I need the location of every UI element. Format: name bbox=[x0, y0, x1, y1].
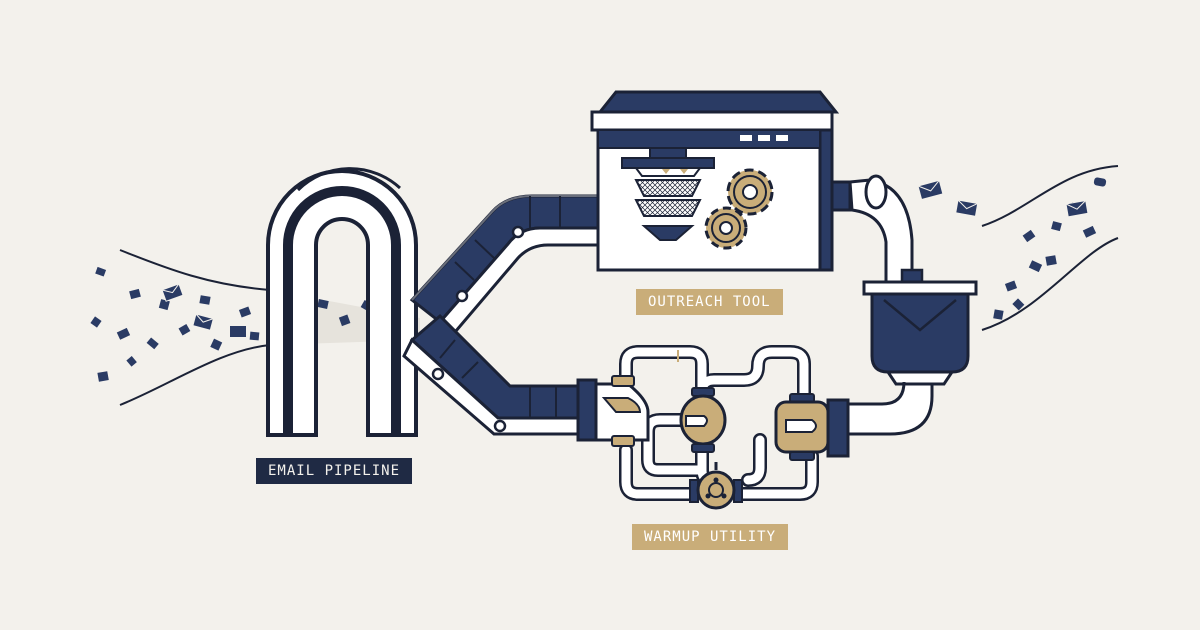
warmup-utility-pipes bbox=[619, 345, 819, 501]
outreach-tool-machine bbox=[590, 90, 840, 272]
gear-icon bbox=[704, 206, 748, 250]
label-outreach-tool: OUTREACH TOOL bbox=[636, 289, 783, 315]
label-warmup-utility: WARMUP UTILITY bbox=[632, 524, 789, 550]
pipeline-arch bbox=[266, 167, 418, 437]
outgoing-mail-particles bbox=[993, 177, 1107, 320]
conveyor-lower bbox=[402, 313, 582, 436]
gear-icon bbox=[726, 168, 774, 216]
incoming-email-stream bbox=[119, 249, 271, 406]
inbox-collector bbox=[862, 268, 978, 386]
outgoing-email-stream bbox=[981, 165, 1119, 331]
conveyor-upper bbox=[409, 194, 618, 341]
outreach-outlet-pipe bbox=[830, 174, 914, 284]
warmup-return-pipe bbox=[844, 381, 934, 436]
junction-valve-icon bbox=[689, 462, 743, 510]
valve-icon bbox=[679, 387, 727, 453]
warmup-inlet-coupling bbox=[576, 375, 650, 447]
incoming-mail-particles bbox=[90, 266, 260, 382]
label-email-pipeline: EMAIL PIPELINE bbox=[256, 458, 413, 484]
valve-icon bbox=[774, 393, 850, 461]
envelope-icon bbox=[161, 179, 1089, 331]
